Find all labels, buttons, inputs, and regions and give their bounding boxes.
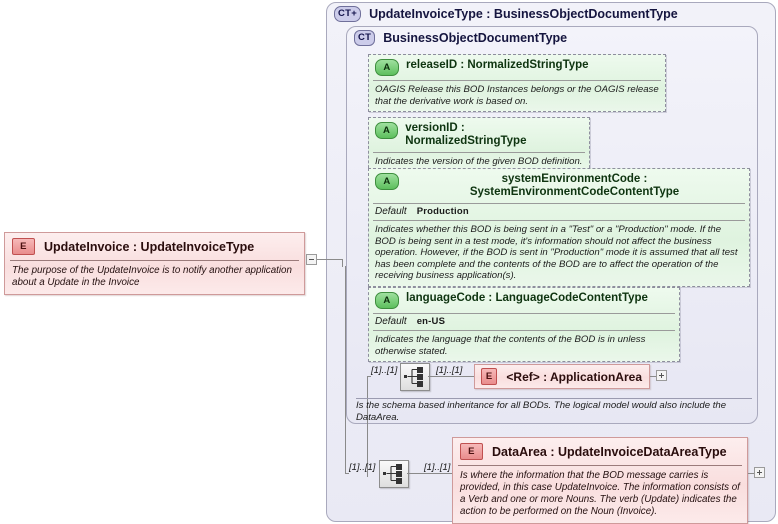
attribute-box-versionid[interactable]: A versionID : NormalizedStringType Indic…: [368, 117, 590, 173]
connector-line: [407, 473, 452, 474]
connector-line: [345, 473, 349, 474]
default-value: en-US: [416, 316, 446, 327]
attribute-box-languagecode[interactable]: A languageCode : LanguageCodeContentType…: [368, 287, 680, 363]
element-badge-icon: E: [481, 368, 498, 385]
expand-toggle-dataarea[interactable]: [754, 467, 765, 478]
attribute-badge-icon: A: [375, 173, 399, 190]
divider: [373, 220, 745, 221]
default-label: Default: [375, 206, 407, 217]
attribute-default-row: Default Production: [369, 204, 749, 220]
attribute-default-row: Default en-US: [369, 314, 679, 330]
divider: [373, 203, 745, 204]
default-value: Production: [416, 206, 469, 217]
cardinality-left-sequence-2: [1]..[1]: [349, 462, 376, 473]
element-header: E <Ref> : ApplicationArea: [475, 365, 649, 388]
attribute-badge-icon: A: [375, 122, 399, 139]
attribute-badge-icon: A: [375, 292, 399, 309]
connector-line: [345, 266, 346, 474]
inheritance-note: Is the schema based inheritance for all …: [356, 400, 727, 423]
sequence-glyph: [383, 464, 402, 484]
attribute-header: A versionID : NormalizedStringType: [369, 118, 589, 152]
attribute-box-releaseid[interactable]: A releaseID : NormalizedStringType OAGIS…: [368, 54, 666, 113]
divider: [10, 260, 299, 261]
element-badge-icon: E: [12, 238, 35, 255]
attribute-name: releaseID : NormalizedStringType: [406, 59, 589, 71]
complextype-expand-badge-icon[interactable]: CT+: [334, 6, 362, 22]
element-box-updateinvoice[interactable]: E UpdateInvoice : UpdateInvoiceType The …: [4, 232, 305, 295]
element-badge-icon: E: [460, 443, 483, 460]
complextype-inner-title: BusinessObjectDocumentType: [383, 31, 568, 45]
divider: [373, 152, 585, 153]
connector-line: [367, 376, 371, 377]
attribute-name: languageCode : LanguageCodeContentType: [406, 292, 648, 304]
element-box-applicationarea[interactable]: E <Ref> : ApplicationArea: [474, 364, 650, 389]
attribute-box-systemenvironmentcode[interactable]: A systemEnvironmentCode : SystemEnvironm…: [368, 168, 750, 287]
sequence-compositor-icon[interactable]: [400, 363, 430, 391]
element-documentation: Is where the information that the BOD me…: [460, 470, 740, 517]
connector-line: [367, 377, 368, 477]
element-name: UpdateInvoice : UpdateInvoiceType: [44, 239, 255, 254]
attribute-header: A systemEnvironmentCode : SystemEnvironm…: [369, 169, 749, 203]
divider: [356, 398, 752, 399]
complextype-outer-header[interactable]: CT+ UpdateInvoiceType : BusinessObjectDo…: [334, 6, 678, 22]
expand-toggle-applicationarea[interactable]: [656, 370, 667, 381]
default-label: Default: [375, 316, 407, 327]
attribute-documentation: OAGIS Release this BOD Instances belongs…: [375, 84, 659, 107]
attribute-header: A releaseID : NormalizedStringType: [369, 55, 665, 80]
attribute-header: A languageCode : LanguageCodeContentType: [369, 288, 679, 313]
attribute-name: versionID : NormalizedStringType: [405, 122, 527, 147]
attribute-documentation: Indicates the version of the given BOD d…: [375, 156, 583, 167]
sequence-glyph: [404, 367, 423, 387]
connector-line: [342, 259, 343, 267]
attribute-badge-icon: A: [375, 59, 399, 76]
element-box-dataarea[interactable]: E DataArea : UpdateInvoiceDataAreaType I…: [452, 437, 748, 524]
connector-line: [650, 376, 656, 377]
divider: [373, 330, 675, 331]
divider: [373, 313, 675, 314]
attribute-name: systemEnvironmentCode : SystemEnvironmen…: [469, 173, 680, 198]
element-header: E UpdateInvoice : UpdateInvoiceType: [5, 233, 304, 260]
divider: [458, 465, 742, 466]
element-documentation: The purpose of the UpdateInvoice is to n…: [12, 265, 292, 288]
element-header: E DataArea : UpdateInvoiceDataAreaType: [453, 438, 747, 465]
sequence-compositor-icon[interactable]: [379, 460, 409, 488]
element-name: DataArea : UpdateInvoiceDataAreaType: [492, 444, 727, 459]
cardinality-left-sequence-1: [1]..[1]: [371, 365, 398, 376]
cardinality-right-sequence-1: [1]..[1]: [436, 365, 463, 376]
divider: [373, 80, 661, 81]
attribute-documentation: Indicates the language that the contents…: [375, 334, 646, 357]
complextype-outer-title: UpdateInvoiceType : BusinessObjectDocume…: [369, 7, 678, 21]
connector-line: [428, 376, 474, 377]
collapse-toggle-updateinvoice[interactable]: [306, 254, 317, 265]
connector-line: [748, 473, 754, 474]
complextype-inner-header[interactable]: CT BusinessObjectDocumentType: [354, 30, 567, 46]
cardinality-right-sequence-2: [1]..[1]: [424, 462, 451, 473]
attribute-documentation: Indicates whether this BOD is being sent…: [375, 224, 738, 282]
complextype-badge-icon: CT: [354, 30, 376, 46]
element-name: <Ref> : ApplicationArea: [506, 369, 642, 384]
connector-line: [317, 259, 343, 260]
